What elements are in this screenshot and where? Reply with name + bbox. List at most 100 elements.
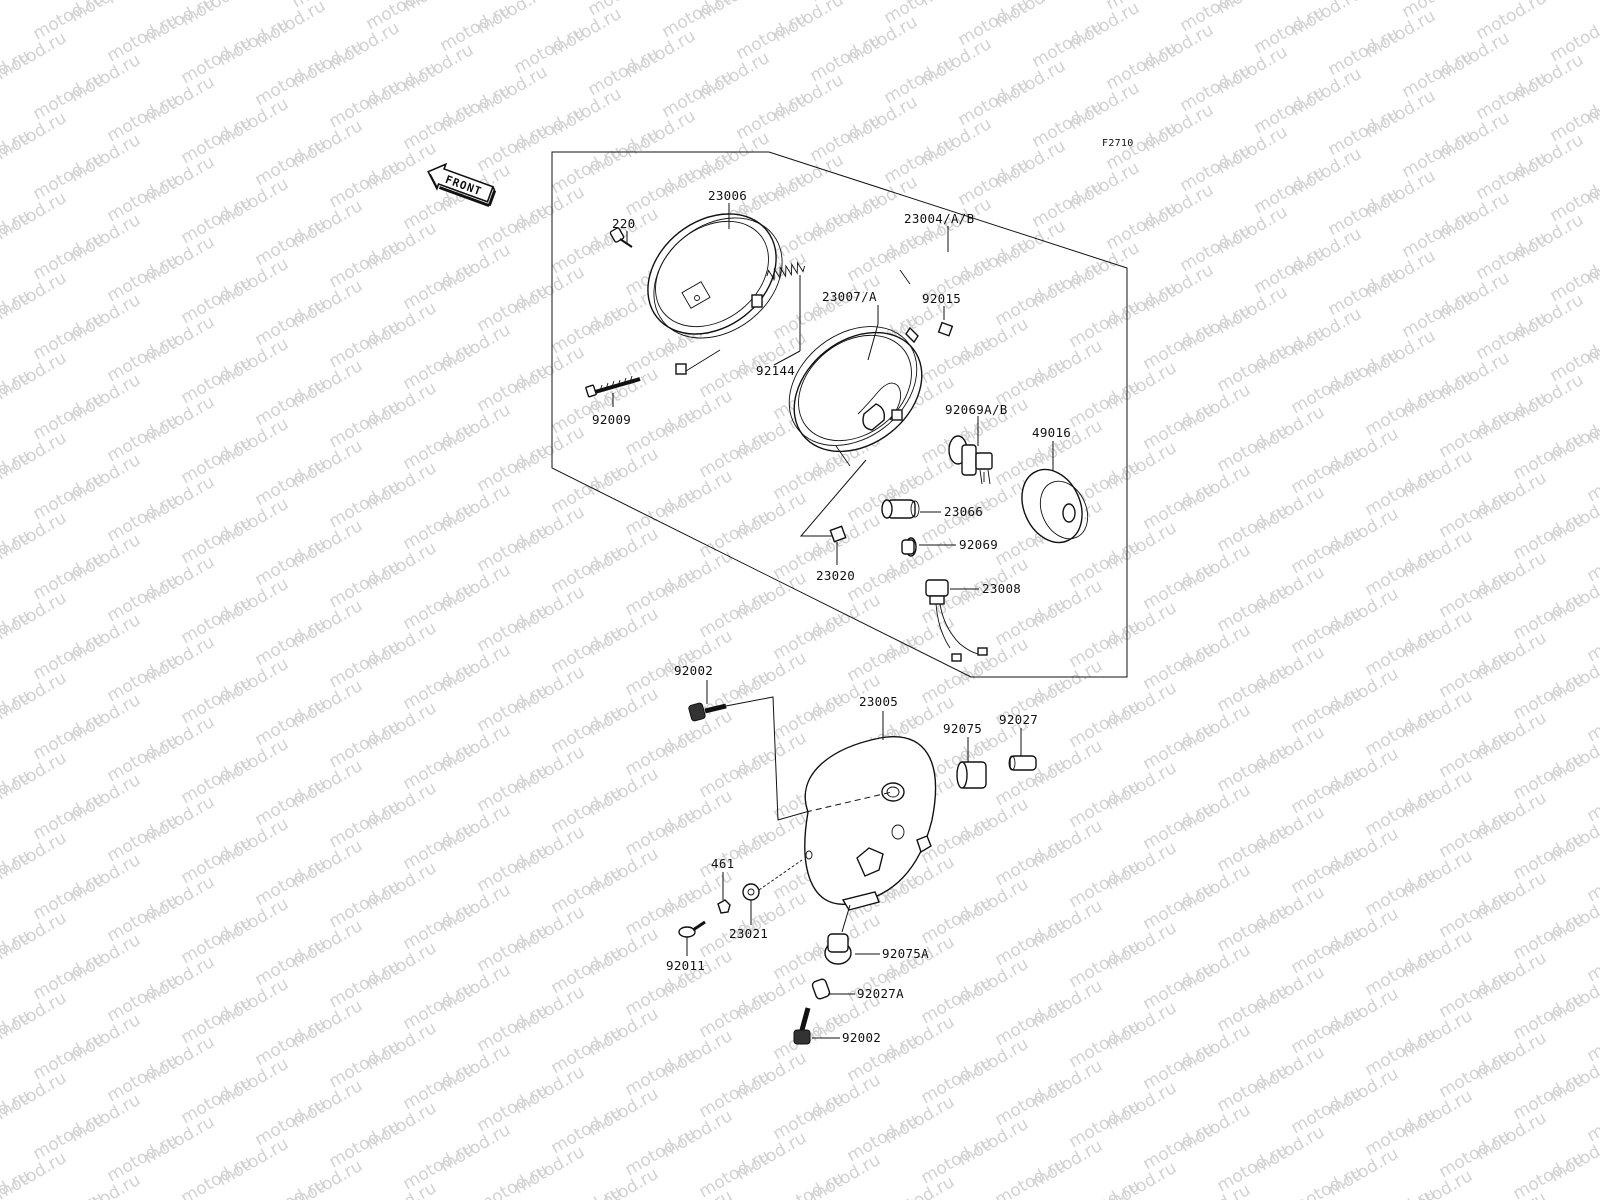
leader-92002-top	[725, 696, 807, 821]
watermark-text: motod.ru	[326, 876, 404, 932]
watermark-text: motod.ru	[1288, 522, 1366, 578]
watermark-text: motod.ru	[548, 622, 626, 678]
watermark-text: motod.ru	[400, 1138, 478, 1194]
watermark-text: motod.ru	[30, 948, 108, 1004]
watermark-text: motod.ru	[1140, 558, 1218, 614]
watermark-text: motod.ru	[104, 1130, 182, 1186]
dust-cover-49016	[1021, 468, 1089, 544]
watermark-text: motod.ru	[807, 30, 885, 86]
watermark-text: motod.ru	[252, 294, 330, 350]
watermark-text: motod.ru	[104, 970, 182, 1026]
label-23006: 23006	[708, 188, 747, 203]
watermark-text: motod.ru	[548, 702, 626, 758]
watermark-text: motod.ru	[1510, 1068, 1588, 1124]
watermark-text: motod.ru	[1510, 508, 1588, 564]
watermark-text: motod.ru	[1251, 82, 1329, 138]
grommet-92075	[956, 761, 987, 789]
watermark-text: motod.ru	[104, 490, 182, 546]
watermark-text: motod.ru	[178, 272, 256, 328]
watermark-text: motod.ru	[548, 142, 626, 198]
watermark-text: motod.ru	[104, 650, 182, 706]
watermark-text: motod.ru	[1510, 828, 1588, 884]
watermark-text: motod.ru	[1436, 1126, 1514, 1182]
watermark-text: motod.ru	[400, 818, 478, 874]
screw-92011	[678, 920, 706, 938]
watermark-text: motod.ru	[67, 1170, 145, 1200]
label-220: 220	[612, 216, 635, 231]
watermark-text: motod.ru	[1584, 930, 1600, 986]
watermark-text: motod.ru	[1436, 486, 1514, 542]
watermark-text: motod.ru	[696, 986, 774, 1042]
watermark-text: motod.ru	[104, 90, 182, 146]
watermark-text: motod.ru	[1140, 638, 1218, 694]
watermark-text: motod.ru	[1399, 286, 1477, 342]
watermark-text: motod.ru	[659, 66, 737, 122]
watermark-text: motod.ru	[104, 570, 182, 626]
watermark-text: motod.ru	[474, 1080, 552, 1136]
watermark-text: motod.ru	[178, 32, 256, 88]
watermark-text: motod.ru	[1066, 376, 1144, 432]
watermark-text: motod.ru	[1362, 384, 1440, 440]
watermark-text: motod.ru	[585, 44, 663, 100]
watermark-text: motod.ru	[474, 600, 552, 656]
headlight-unit	[788, 269, 923, 467]
watermark-text: motod.ru	[178, 512, 256, 568]
watermark-text: motod.ru	[733, 88, 811, 144]
watermark-text: motod.ru	[104, 730, 182, 786]
watermark-text: motod.ru	[1103, 38, 1181, 94]
watermark-text: motod.ru	[1066, 1016, 1144, 1072]
watermark-text: motod.ru	[1288, 442, 1366, 498]
watermark-text: motod.ru	[326, 636, 404, 692]
watermark-text: motod.ru	[548, 862, 626, 918]
watermark-text: motod.ru	[252, 614, 330, 670]
watermark-text: motod.ru	[1066, 536, 1144, 592]
watermark-text: motod.ru	[1214, 340, 1292, 396]
watermark-text: motod.ru	[1436, 886, 1514, 942]
watermark-text: motod.ru	[1177, 220, 1255, 276]
watermark-text: motod.ru	[1362, 1024, 1440, 1080]
watermark-text: motod.ru	[1510, 988, 1588, 1044]
watermark-text: motod.ru	[400, 978, 478, 1034]
watermark-text: motod.ru	[178, 1152, 256, 1200]
watermark-text: motod.ru	[474, 360, 552, 416]
watermark-text: motod.ru	[400, 258, 478, 314]
watermark-text: motod.ru	[104, 330, 182, 386]
watermark-text: motod.ru	[992, 1154, 1070, 1200]
assembly-outline	[551, 151, 1128, 678]
watermark-text: motod.ru	[1251, 162, 1329, 218]
label-23004: 23004/A/B	[904, 211, 974, 226]
watermark-text: motod.ru	[0, 0, 33, 22]
watermark-text: motod.ru	[622, 724, 700, 780]
watermark-text: motod.ru	[1214, 1140, 1292, 1196]
label-92002-bottom: 92002	[842, 1030, 881, 1045]
watermark-text: motod.ru	[1214, 660, 1292, 716]
spring-92144	[766, 261, 806, 281]
watermark-text: motod.ru	[1362, 1184, 1440, 1200]
watermark-text: motod.ru	[1066, 776, 1144, 832]
watermark-text: motod.ru	[622, 484, 700, 540]
label-92011: 92011	[666, 958, 705, 973]
screw-220	[609, 227, 633, 248]
watermark-text: motod.ru	[178, 832, 256, 888]
watermark-text: motod.ru	[1066, 616, 1144, 672]
watermark-text: motod.ru	[178, 1072, 256, 1128]
watermark-text: motod.ru	[1510, 668, 1588, 724]
label-461: 461	[711, 856, 734, 871]
watermark-text: motod.ru	[1362, 944, 1440, 1000]
bulb-92069	[901, 537, 917, 557]
watermark-text: motod.ru	[252, 534, 330, 590]
watermark-text: motod.ru	[1584, 530, 1600, 586]
watermark-text: motod.ru	[918, 1052, 996, 1108]
watermark-text: motod.ru	[770, 208, 848, 264]
watermark-text: motod.ru	[104, 890, 182, 946]
label-92009: 92009	[592, 412, 631, 427]
watermark-text: motod.ru	[178, 192, 256, 248]
label-92027a: 92027A	[857, 986, 904, 1001]
watermark-text: motod.ru	[1214, 980, 1292, 1036]
watermark-text: motod.ru	[326, 956, 404, 1012]
watermark-text: motod.ru	[1436, 806, 1514, 862]
grommet-92075a	[824, 933, 852, 965]
watermark-text: motod.ru	[1436, 566, 1514, 622]
watermark-text: motod.ru	[400, 1058, 478, 1114]
